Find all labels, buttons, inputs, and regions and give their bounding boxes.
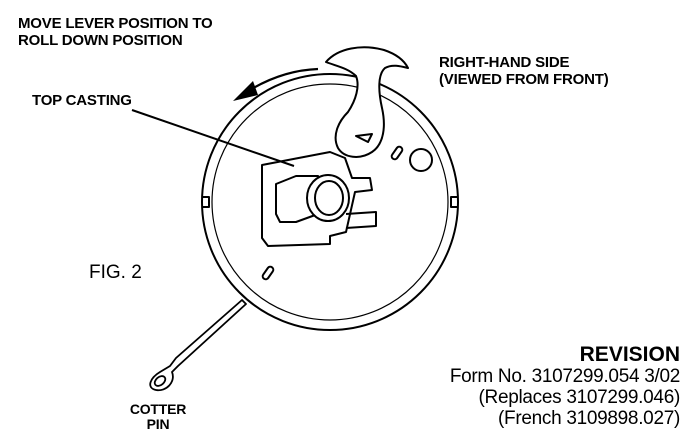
top-casting-leader <box>131 109 295 167</box>
side-plate-outer-circle <box>201 73 459 331</box>
top-casting-lip <box>345 211 377 229</box>
cotter-pin-label: COTTER PIN <box>116 402 200 432</box>
french-note: (French 3109898.027) <box>497 408 680 429</box>
lever <box>325 46 409 158</box>
top-casting-label: TOP CASTING <box>32 92 132 109</box>
rim-notch-left <box>202 196 210 208</box>
right-hand-side-line-2: (VIEWED FROM FRONT) <box>439 71 609 88</box>
slot-upper <box>390 145 404 161</box>
rim-notch-right <box>450 196 458 208</box>
shaft-inner <box>314 180 344 216</box>
move-lever-line-2: ROLL DOWN POSITION <box>18 32 183 49</box>
cotter-pin-line-1: COTTER <box>129 401 187 417</box>
rotation-arrow-curve <box>249 67 319 91</box>
rotation-arrow-head <box>233 81 258 101</box>
figure-label: FIG. 2 <box>89 262 142 283</box>
move-lever-line-1: MOVE LEVER POSITION TO <box>18 15 213 32</box>
move-lever-label: MOVE LEVER POSITION TO ROLL DOWN POSITIO… <box>18 15 213 49</box>
form-number: Form No. 3107299.054 3/02 <box>449 366 680 387</box>
slot-lower <box>261 265 275 281</box>
revision-heading: REVISION <box>579 343 680 366</box>
lever-slot <box>355 133 373 143</box>
cotter-pin <box>149 299 247 392</box>
cotter-pin-eye <box>153 375 167 387</box>
replaces-note: (Replaces 3107299.046) <box>478 387 681 408</box>
right-hand-side-label: RIGHT-HAND SIDE (VIEWED FROM FRONT) <box>439 54 609 88</box>
side-plate-inner-rim <box>211 83 449 321</box>
cotter-pin-line-2: PIN <box>146 416 170 432</box>
revision-block: REVISION Form No. 3107299.054 3/02 (Repl… <box>449 343 681 430</box>
round-boss <box>409 148 433 172</box>
right-hand-side-line-1: RIGHT-HAND SIDE <box>439 54 570 71</box>
